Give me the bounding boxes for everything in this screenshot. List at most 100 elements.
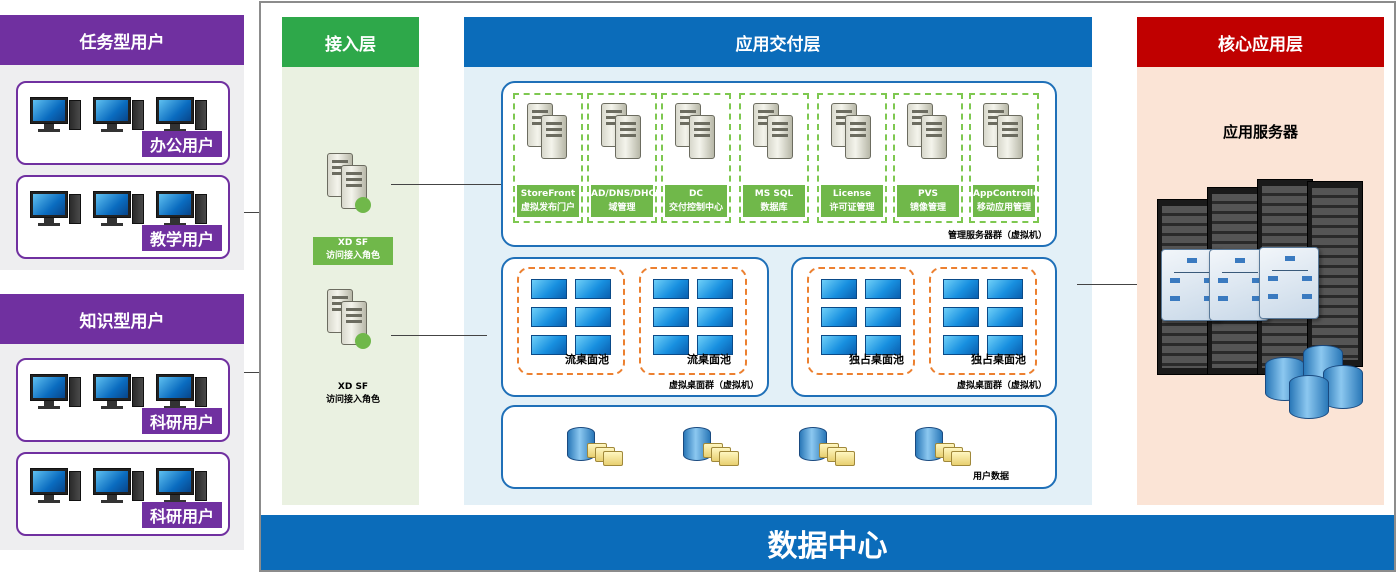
user-box-teaching: 教学用户: [16, 175, 230, 259]
user-box-research-2: 科研用户: [16, 452, 230, 536]
desktop-pc-icon: [30, 191, 82, 227]
desktop-pc-icon: [93, 468, 145, 504]
user-box-research: 科研用户: [16, 358, 230, 442]
virtual-desktop-group-stream: 流桌面池 流桌面池 虚拟桌面群（虚拟机）: [501, 257, 769, 397]
desktop-pc-icon: [156, 468, 208, 504]
desktop-tile-icon: [821, 307, 857, 327]
user-box-label: 科研用户: [141, 502, 222, 528]
delivery-layer-title: 应用交付层: [464, 17, 1092, 67]
user-box-label: 科研用户: [141, 408, 222, 434]
folder-icon: [603, 451, 623, 466]
desktop-group-caption: 虚拟桌面群（虚拟机）: [956, 381, 1047, 391]
desktop-tile-icon: [865, 335, 901, 355]
dedicated-desktop-pool: 独占桌面池: [807, 267, 915, 375]
xdsf-server-icon: [327, 289, 383, 359]
core-layer-title: 核心应用层: [1137, 17, 1384, 67]
storage-cylinder-icon: [1289, 375, 1329, 419]
desktop-pc-icon: [156, 191, 208, 227]
user-data-caption: 用户数据: [973, 472, 1010, 482]
access-layer-title: 接入层: [282, 17, 419, 67]
user-box-label: 办公用户: [141, 131, 222, 157]
connector-line: [391, 184, 501, 185]
desktop-tile-icon: [531, 279, 567, 299]
desktop-tile-icon: [653, 279, 689, 299]
stream-desktop-pool: 流桌面池: [639, 267, 747, 375]
desktop-tile-icon: [697, 279, 733, 299]
connector-line: [391, 335, 487, 336]
desktop-tile-icon: [943, 335, 979, 355]
desktop-tile-icon: [821, 279, 857, 299]
user-group-knowledge: 知识型用户 科研用户 科研用户: [0, 294, 244, 550]
user-group-title: 任务型用户: [0, 15, 244, 65]
desktop-tile-icon: [653, 307, 689, 327]
user-box-label: 教学用户: [141, 225, 222, 251]
user-data-panel: 用户数据: [501, 405, 1057, 489]
server-rack-icon: [1307, 181, 1363, 367]
user-group-task: 任务型用户 办公用户 教学用户: [0, 15, 244, 270]
org-chart-icon: [1259, 247, 1319, 319]
desktop-tile-icon: [821, 335, 857, 355]
desktop-pc-icon: [30, 468, 82, 504]
pool-label: 独占桌面池: [849, 353, 904, 366]
desktop-tile-icon: [865, 307, 901, 327]
server-group-caption: 管理服务器群（虚拟机）: [947, 231, 1047, 241]
desktop-tile-icon: [697, 335, 733, 355]
folder-icon: [951, 451, 971, 466]
dedicated-desktop-pool: 独占桌面池: [929, 267, 1037, 375]
desktop-group-caption: 虚拟桌面群（虚拟机）: [668, 381, 759, 391]
desktop-tile-icon: [987, 335, 1023, 355]
desktop-tile-icon: [531, 335, 567, 355]
folder-icon: [835, 451, 855, 466]
desktop-pc-icon: [30, 374, 82, 410]
user-group-title: 知识型用户: [0, 294, 244, 344]
desktop-tile-icon: [575, 279, 611, 299]
desktop-pc-icon: [156, 97, 208, 133]
desktop-tile-icon: [987, 307, 1023, 327]
user-box-office: 办公用户: [16, 81, 230, 165]
desktop-pc-icon: [93, 374, 145, 410]
storage-cylinder-icon: [1323, 365, 1363, 409]
xdsf-server-icon: [327, 153, 383, 223]
desktop-tile-icon: [653, 335, 689, 355]
connector-line: [1077, 284, 1137, 285]
desktop-tile-icon: [531, 307, 567, 327]
desktop-pc-icon: [156, 374, 208, 410]
desktop-tile-icon: [575, 335, 611, 355]
desktop-tile-icon: [865, 279, 901, 299]
virtual-desktop-group-dedicated: 独占桌面池 独占桌面池 虚拟桌面群（虚拟机）: [791, 257, 1057, 397]
datacenter-title: 数据中心: [767, 528, 888, 564]
desktop-tile-icon: [943, 279, 979, 299]
desktop-tile-icon: [943, 307, 979, 327]
pool-label: 独占桌面池: [971, 353, 1026, 366]
desktop-pc-icon: [93, 191, 145, 227]
pool-label: 流桌面池: [687, 353, 731, 366]
desktop-pc-icon: [30, 97, 82, 133]
desktop-pc-icon: [93, 97, 145, 133]
stream-desktop-pool: 流桌面池: [517, 267, 625, 375]
desktop-tile-icon: [987, 279, 1023, 299]
desktop-tile-icon: [697, 307, 733, 327]
datacenter-bar: 数据中心: [261, 515, 1394, 570]
desktop-tile-icon: [575, 307, 611, 327]
app-server-title: 应用服务器: [1222, 123, 1298, 141]
folder-icon: [719, 451, 739, 466]
pool-label: 流桌面池: [565, 353, 609, 366]
